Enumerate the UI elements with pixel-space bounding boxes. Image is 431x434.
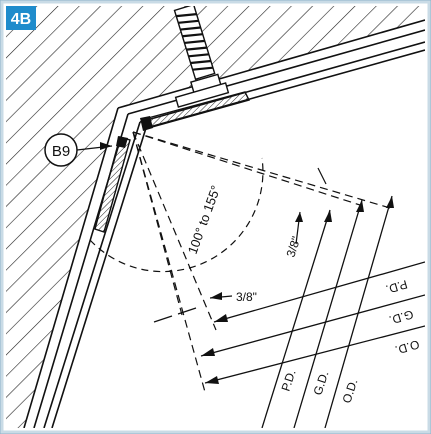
label-pd-bottom: P.D. <box>279 368 299 393</box>
dim-label-inset: 3/8" <box>284 235 304 259</box>
diameter-lines <box>200 195 425 428</box>
callout-label: B9 <box>52 143 70 160</box>
figure-tag-badge <box>6 6 36 30</box>
construction-lines <box>132 131 391 393</box>
label-pd-right: P.D. <box>384 277 409 296</box>
gasket-corner-top <box>140 116 153 131</box>
gasket-corner-side <box>116 136 128 148</box>
hatched-wall <box>6 6 425 428</box>
figure-tag: 4B <box>11 11 31 28</box>
dimension-ticks <box>153 167 327 323</box>
arrowheads <box>201 196 394 384</box>
label-od-right: O.D. <box>393 337 421 357</box>
angle-arc <box>89 157 264 273</box>
label-gd-right: G.D. <box>387 307 415 327</box>
threaded-rod <box>173 6 230 108</box>
callout-arrow <box>100 142 112 150</box>
dim-label-small: 3/8" <box>236 290 257 304</box>
